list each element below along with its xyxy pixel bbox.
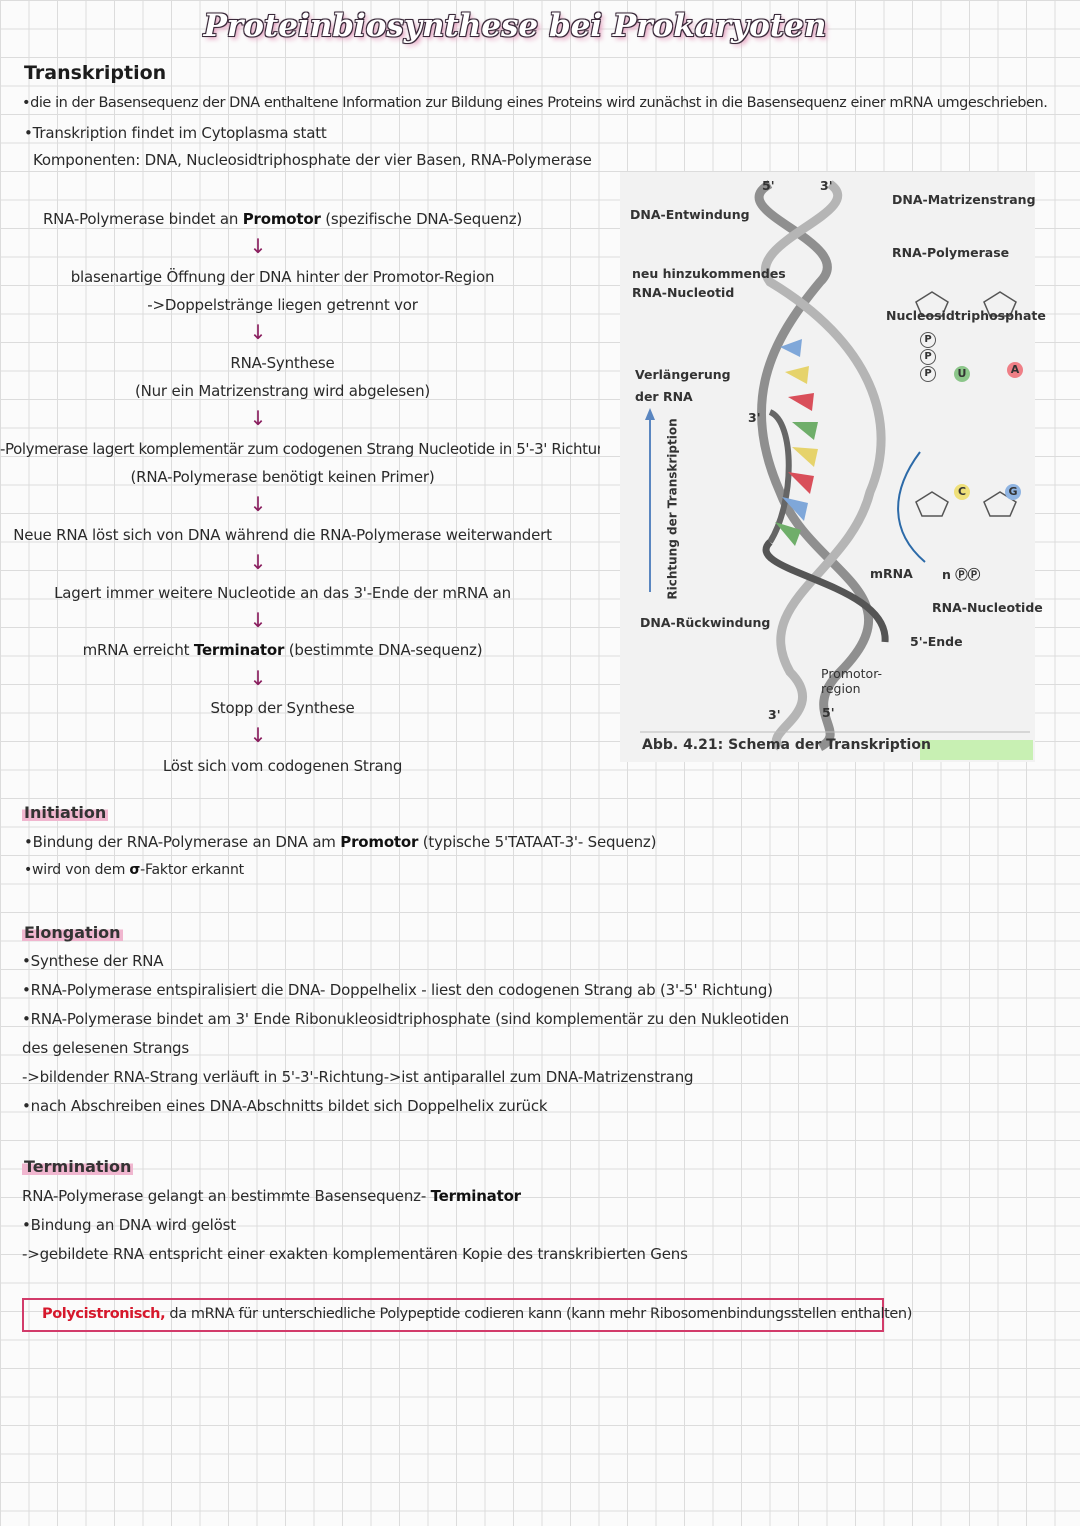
label-rna-nucleotide: RNA-Nucleotide — [932, 600, 1043, 615]
template-strand — [767, 409, 792, 544]
page-title: Proteinbiosynthese bei Prokaryoten — [203, 8, 827, 44]
label-rna-polymerase: RNA-Polymerase — [892, 245, 1010, 260]
flow-step-7: mRNA erreicht Terminator (bestimmte DNA-… — [0, 641, 565, 659]
flow-step-9: Löst sich vom codogenen Strang — [162, 757, 403, 775]
elongation-heading: Elongation — [22, 923, 123, 942]
elongation-line-4: des gelesenen Strangs — [22, 1039, 189, 1057]
nucleotide-fins — [775, 339, 818, 546]
figure-caption: Abb. 4.21: Schema der Transkription — [642, 737, 931, 753]
flow-arrow-7: ↓ — [249, 666, 267, 690]
flow-arrow-6: ↓ — [249, 608, 267, 632]
elongation-line-1: •Synthese der RNA — [22, 952, 164, 970]
label-5-bottom: 5' — [822, 705, 835, 720]
flow-step-1: RNA-Polymerase bindet an Promotor (spezi… — [0, 210, 565, 228]
phosphate-p2: P — [920, 349, 936, 365]
initiation-line-2: •wird von dem σ-Faktor erkannt — [24, 862, 244, 878]
ntp-pentagons — [915, 291, 1017, 517]
label-region: region — [821, 681, 861, 696]
termination-line-3: ->gebildete RNA entspricht einer exakten… — [22, 1245, 688, 1263]
dna-strand-a — [754, 180, 873, 752]
flow-step-2b: ->Doppelstränge liegen getrennt vor — [147, 296, 418, 314]
label-n-pp: n ⓅⓅ — [942, 567, 981, 582]
label-3-top: 3' — [820, 178, 833, 193]
termination-heading: Termination — [22, 1157, 134, 1176]
label-promotor: Promotor- — [821, 666, 883, 681]
label-5-top: 5' — [762, 178, 775, 193]
label-nucleosidtriphosphate: Nucleosidtriphosphate — [886, 308, 1046, 323]
caption-highlight — [920, 740, 1033, 760]
direction-arrowhead — [645, 408, 655, 420]
label-5-ende: 5'-Ende — [910, 634, 963, 649]
flow-step-4a: -Polymerase lagert komplementär zum codo… — [0, 440, 600, 458]
termination-line-1: RNA-Polymerase gelangt an bestimmte Base… — [22, 1187, 521, 1205]
flow-arrow-3: ↓ — [249, 406, 267, 430]
flow-arrow-8: ↓ — [249, 723, 267, 747]
flow-arrow-1: ↓ — [249, 234, 267, 258]
base-c: C — [954, 484, 970, 500]
transcription-figure: 5' 3' DNA-Matrizenstrang DNA-Entwindung … — [620, 172, 1046, 762]
flow-step-7-post: (bestimmte DNA-sequenz) — [284, 641, 483, 659]
flow-step-7-pre: mRNA erreicht — [82, 641, 194, 659]
termination-line-2: •Bindung an DNA wird gelöst — [22, 1216, 236, 1234]
polycistronisch-box: Polycistronisch, da mRNA für unterschied… — [22, 1298, 912, 1332]
polycistronisch-explanation: da mRNA für unterschiedliche Polypeptide… — [165, 1306, 912, 1322]
flow-step-5: Neue RNA löst sich von DNA während die R… — [13, 526, 552, 544]
initiation-line-2-pre: •wird von dem — [24, 862, 130, 878]
label-dna-entwindung: DNA-Entwindung — [630, 207, 750, 222]
transcription-diagram — [640, 180, 1033, 760]
flow-arrow-5: ↓ — [249, 550, 267, 574]
flow-arrow-4: ↓ — [249, 492, 267, 516]
termination-line-1-bold: Terminator — [430, 1187, 521, 1205]
flow-step-4b: (RNA-Polymerase benötigt keinen Primer) — [130, 468, 435, 486]
transkription-line-2: •Transkription findet im Cytoplasma stat… — [24, 124, 327, 142]
initiation-heading: Initiation — [22, 803, 109, 822]
label-dna-matrizenstrang: DNA-Matrizenstrang — [892, 192, 1036, 207]
initiation-line-1-pre: •Bindung der RNA-Polymerase an DNA am — [24, 833, 341, 851]
base-a: A — [1007, 362, 1023, 378]
label-richtung-transkription: Richtung der Transkription — [665, 418, 680, 600]
mrna-strand — [762, 539, 889, 643]
flow-step-3a: RNA-Synthese — [230, 354, 335, 372]
initiation-line-2-post: -Faktor erkannt — [140, 862, 244, 878]
phosphate-p3: P — [920, 366, 936, 382]
flow-step-1-bold: Promotor — [242, 210, 321, 228]
initiation-line-1-post: (typische 5'TATAAT-3'- Sequenz) — [418, 833, 657, 851]
transkription-line-3: Komponenten: DNA, Nucleosidtriphosphate … — [33, 151, 592, 169]
elongation-line-6: •nach Abschreiben eines DNA-Abschnitts b… — [22, 1097, 548, 1115]
base-g: G — [1005, 484, 1021, 500]
label-3-mid: 3' — [748, 410, 761, 425]
phosphate-p1: P — [920, 332, 936, 348]
flow-arrow-2: ↓ — [249, 320, 267, 344]
base-u: U — [954, 366, 970, 382]
flow-step-6: Lagert immer weitere Nucleotide an das 3… — [54, 584, 511, 602]
flow-step-1-pre: RNA-Polymerase bindet an — [42, 210, 243, 228]
label-dna-rueckwindung: DNA-Rückwindung — [640, 615, 771, 630]
reaction-arrow — [897, 451, 926, 563]
flow-step-3b: (Nur ein Matrizenstrang wird abgelesen) — [134, 382, 431, 400]
termination-line-1-pre: RNA-Polymerase gelangt an bestimmte Base… — [22, 1187, 431, 1205]
elongation-line-3: •RNA-Polymerase bindet am 3' Ende Ribonu… — [22, 1010, 789, 1028]
elongation-line-2: •RNA-Polymerase entspiralisiert die DNA-… — [22, 981, 773, 999]
label-verlaengerung: Verlängerung — [635, 367, 731, 382]
label-3-bottom: 3' — [768, 707, 781, 722]
label-der-rna: der RNA — [635, 389, 693, 404]
dna-strand-b — [761, 180, 886, 751]
transkription-heading: Transkription — [24, 62, 167, 84]
transkription-line-1: •die in der Basensequenz der DNA enthalt… — [22, 95, 1048, 111]
flow-step-7-bold: Terminator — [193, 641, 285, 659]
initiation-line-1: •Bindung der RNA-Polymerase an DNA am Pr… — [24, 833, 656, 851]
flow-step-1-post: (spezifische DNA-Sequenz) — [320, 210, 523, 228]
label-rna-nucleotid: RNA-Nucleotid — [632, 285, 735, 300]
label-mrna: mRNA — [870, 566, 913, 581]
flow-step-2a: blasenartige Öffnung der DNA hinter der … — [70, 268, 495, 286]
label-neu-hinzukommendes: neu hinzukommendes — [632, 266, 786, 281]
flow-step-8: Stopp der Synthese — [210, 699, 355, 717]
initiation-line-2-sigma: σ — [129, 862, 141, 878]
elongation-line-5: ->bildender RNA-Strang verläuft in 5'-3'… — [22, 1068, 694, 1086]
initiation-line-1-bold: Promotor — [340, 833, 419, 851]
polycistronisch-text: Polycistronisch, da mRNA für unterschied… — [42, 1306, 912, 1322]
polycistronisch-term: Polycistronisch, — [42, 1306, 166, 1322]
